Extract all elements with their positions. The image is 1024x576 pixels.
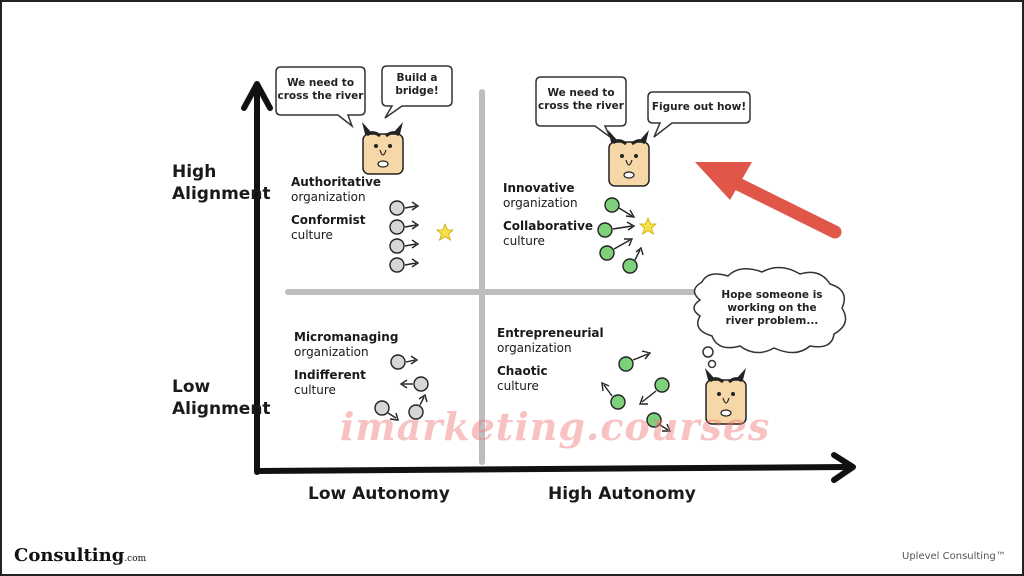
uplevel-consulting-credit: Uplevel Consulting™ (902, 551, 1006, 562)
speech-bubble-tr-left (535, 76, 627, 140)
bubble-tr-left-line1: We need to (547, 87, 615, 99)
team-faces-br (601, 350, 672, 432)
y-axis-high-label: High Alignment (172, 161, 271, 205)
consulting-logo-suffix: .com (124, 554, 147, 564)
tl-org-title: Authoritative (291, 175, 382, 189)
goal-star-tl (435, 222, 455, 241)
tl-culture-title: Conformist (291, 213, 366, 227)
x-axis-arrow (254, 452, 856, 483)
thought-br-text: Hope someone is working on the river pro… (714, 289, 830, 328)
consulting-logo: Consulting.com (14, 545, 146, 566)
thought-br-line3: river problem... (725, 315, 819, 327)
boss-character-tr (608, 130, 650, 187)
watermark-text: imarketing.courses (340, 404, 771, 449)
bubble-tl-left-text: We need to cross the river (276, 77, 365, 103)
thought-cloud-br (693, 266, 847, 369)
thought-br-line2: working on the (727, 302, 817, 314)
bubble-tl-right-text: Build a bridge! (382, 72, 452, 98)
br-culture-sub: culture (497, 379, 539, 393)
y-axis-low-label: Low Alignment (172, 376, 271, 420)
tr-culture-title: Collaborative (503, 219, 594, 233)
y-axis-arrow (241, 81, 273, 475)
br-org-sub: organization (497, 341, 572, 355)
consulting-logo-text: Consulting (14, 545, 125, 566)
x-axis-low-label: Low Autonomy (308, 484, 450, 504)
bubble-tl-right-line2: bridge! (395, 85, 439, 97)
bubble-tl-left-line1: We need to (286, 77, 355, 89)
bl-culture-sub: culture (294, 383, 336, 397)
quadrant-top-left-text: Authoritative organization Conformist cu… (291, 175, 381, 243)
quadrant-bottom-right-text: Entrepreneurial organization Chaotic cul… (497, 326, 604, 394)
y-axis-low-line1: Low (172, 377, 211, 397)
y-axis-low-line2: Alignment (172, 399, 271, 419)
y-axis-high-line1: High (172, 162, 217, 182)
tl-org-sub: organization (291, 190, 366, 204)
x-axis-high-label: High Autonomy (548, 484, 696, 504)
thought-br-line1: Hope someone is (721, 289, 823, 301)
br-org-title: Entrepreneurial (497, 326, 604, 340)
bubble-tr-left-line2: cross the river (538, 100, 624, 112)
bl-org-title: Micromanaging (294, 330, 399, 344)
red-pointer-arrow (695, 162, 842, 239)
team-faces-tl (389, 200, 420, 273)
boss-character-br (705, 368, 747, 425)
quadrant-bottom-left-text: Micromanaging organization Indifferent c… (294, 330, 398, 398)
tr-org-title: Innovative (503, 181, 575, 195)
bubble-tr-right-text: Figure out how! (648, 101, 750, 114)
bubble-tl-right-line1: Build a (396, 72, 438, 84)
speech-bubble-tr-right (647, 91, 751, 138)
bubble-tl-left-line2: cross the river (277, 90, 364, 102)
tr-org-sub: organization (503, 196, 578, 210)
quadrant-top-right-text: Innovative organization Collaborative cu… (503, 181, 593, 249)
speech-bubble-tl-right (381, 65, 453, 119)
team-faces-bl (374, 354, 429, 421)
tr-culture-sub: culture (503, 234, 545, 248)
team-faces-tr (597, 197, 644, 274)
speech-bubble-tl-left (275, 66, 366, 129)
y-axis-high-line2: Alignment (172, 184, 271, 204)
bubble-tr-right-line1: Figure out how! (651, 101, 747, 113)
boss-character-tl (362, 122, 404, 175)
bl-culture-title: Indifferent (294, 368, 366, 382)
goal-star-tr (638, 216, 658, 235)
br-culture-title: Chaotic (497, 364, 548, 378)
bubble-tr-left-text: We need to cross the river (536, 87, 626, 113)
bl-org-sub: organization (294, 345, 369, 359)
tl-culture-sub: culture (291, 228, 333, 242)
